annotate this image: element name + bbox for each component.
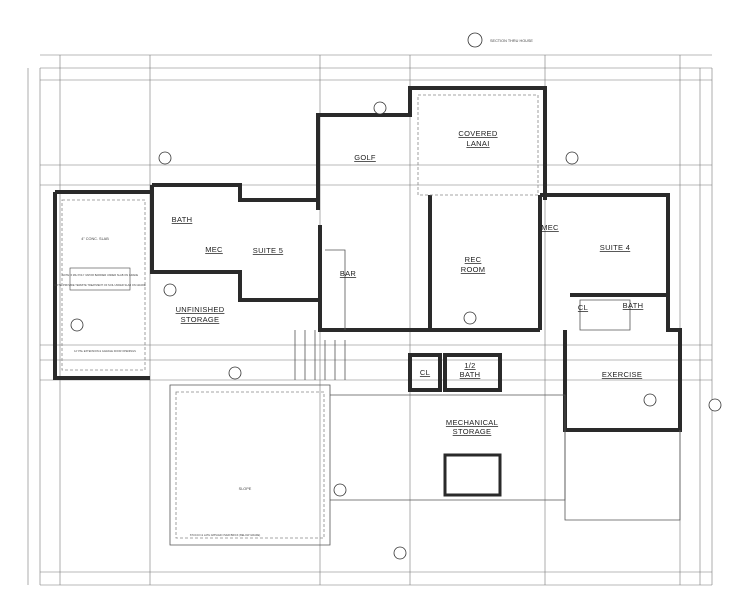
room-golf: GOLF [354, 153, 376, 162]
section-markers [70, 32, 722, 560]
room-mechanical-storage-line2: STORAGE [453, 427, 492, 436]
room-half-bath: 1/2 [464, 361, 475, 370]
room-cl-right: CL [578, 303, 588, 312]
walls [53, 86, 682, 546]
room-unfinished-storage: UNFINISHED [176, 305, 225, 314]
note-slope: SLOPE [239, 487, 252, 491]
room-unfinished-storage-line2: STORAGE [181, 315, 220, 324]
room-mec-left: MEC [205, 245, 223, 254]
room-bar: BAR [340, 269, 357, 278]
note-vapor: NOTE: 6 MIL POLY VAPOR BARRIER UNDER SLA… [62, 273, 138, 277]
note-termite: NOTE: PROVIDE TERMITE TREATMENT OF SOIL … [54, 283, 146, 287]
room-rec: REC [465, 255, 482, 264]
room-covered-lanai-line2: LANAI [466, 139, 489, 148]
note-stucco: STUCCO & LATH APPLIED OVER BRICK (BELOW … [190, 533, 261, 537]
note-garage-door: 12' PSL EXTENSION & GARAGE DOOR OPENINGS [74, 349, 136, 353]
room-mec-right: MEC [541, 223, 559, 232]
room-labels: GOLF COVERED LANAI BAR REC ROOM SUITE 5 … [172, 129, 644, 436]
room-suite-4: SUITE 4 [600, 243, 630, 252]
room-covered-lanai: COVERED [458, 129, 497, 138]
dimension-lines [27, 54, 713, 586]
section-marker-label: SECTION THRU HOUSE [490, 39, 533, 43]
room-bath-left: BATH [172, 215, 193, 224]
note-slab: 4" CONC. SLAB [81, 237, 109, 241]
room-suite-5: SUITE 5 [253, 246, 283, 255]
plan-notes: 4" CONC. SLAB NOTE: 6 MIL POLY VAPOR BAR… [54, 237, 260, 537]
room-rec-line2: ROOM [461, 265, 486, 274]
room-half-bath-line2: BATH [460, 370, 481, 379]
room-bath-right: BATH [623, 301, 644, 310]
room-cl-center: CL [420, 368, 430, 377]
room-mechanical-storage: MECHANICAL [446, 418, 498, 427]
room-exercise: EXERCISE [602, 370, 642, 379]
